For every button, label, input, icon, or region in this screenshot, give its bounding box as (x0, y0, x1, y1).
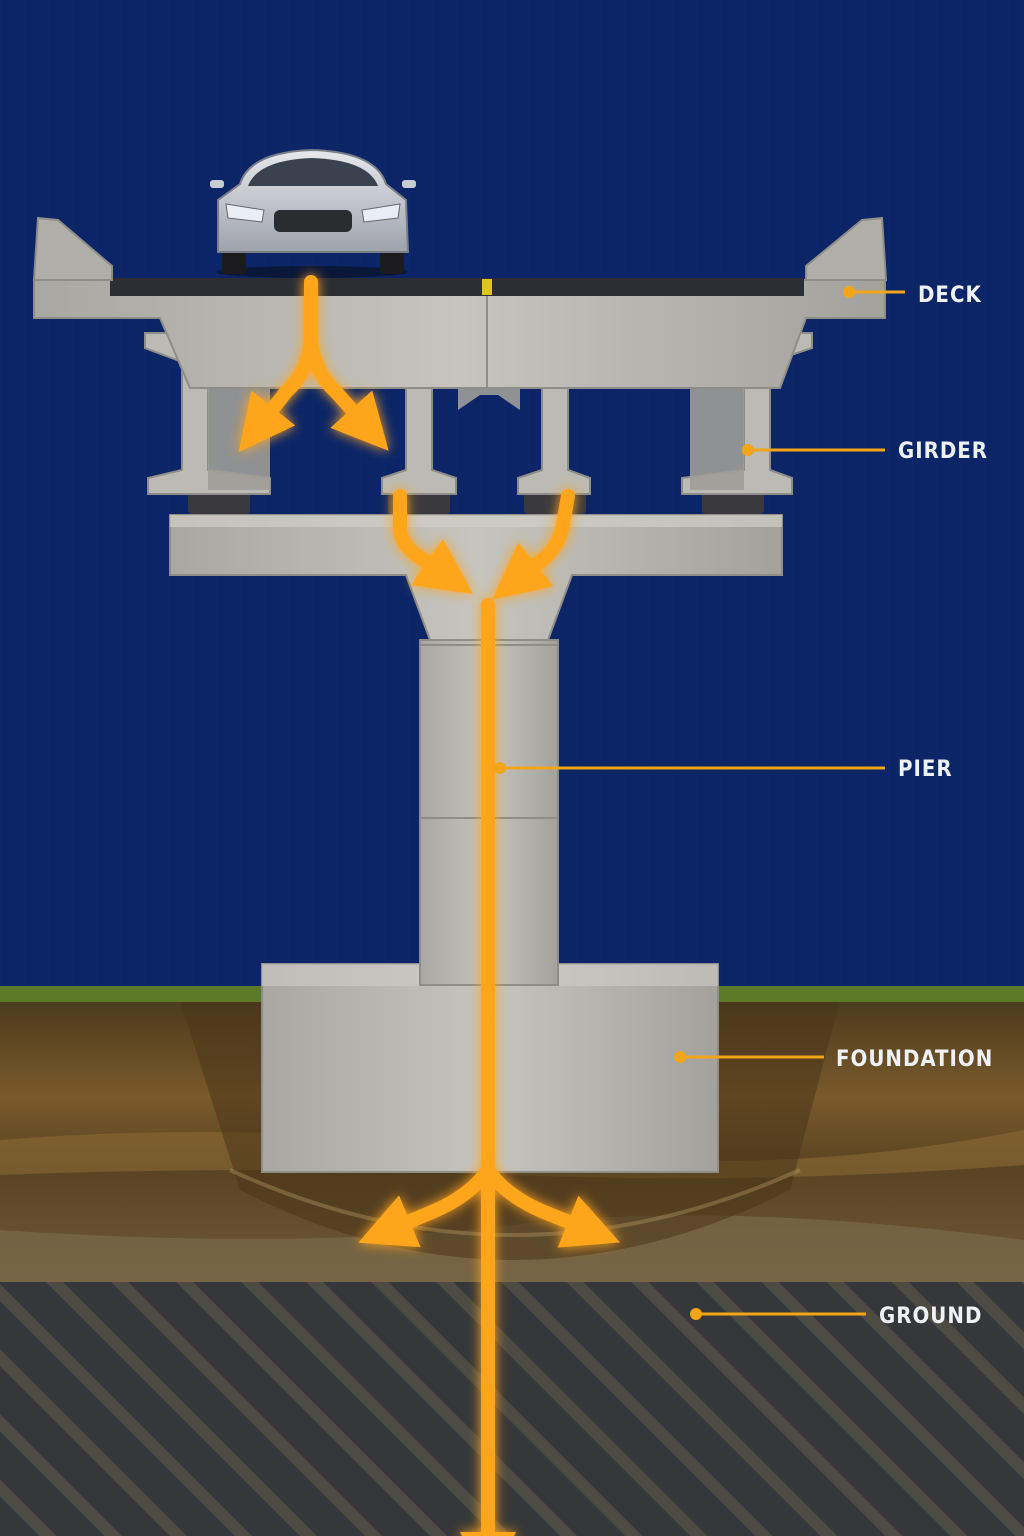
car-icon (210, 148, 416, 278)
load-arrow-spread-right (481, 1163, 620, 1248)
left-parapet (32, 216, 113, 281)
asphalt-surface (110, 278, 804, 296)
right-parapet (805, 216, 888, 281)
label-girder: GIRDER (742, 439, 988, 464)
label-foundation: FOUNDATION (674, 1047, 993, 1072)
label-pier: PIER (494, 757, 953, 782)
load-arrow-deck-right (304, 333, 389, 451)
load-arrow-cap-left (393, 489, 474, 594)
bridge-deck (32, 216, 888, 389)
label-deck-text: DECK (918, 283, 982, 308)
center-line-marker (482, 279, 492, 295)
load-arrow-cap-right (492, 489, 575, 600)
label-pier-text: PIER (898, 757, 953, 782)
label-deck: DECK (843, 283, 982, 308)
label-girder-text: GIRDER (898, 439, 988, 464)
bedrock-layer (0, 1280, 1024, 1536)
label-ground: GROUND (690, 1304, 982, 1329)
pier-cap (169, 514, 783, 641)
label-foundation-text: FOUNDATION (836, 1047, 993, 1072)
label-ground-text: GROUND (879, 1304, 982, 1329)
load-arrow-icon (238, 275, 620, 1536)
